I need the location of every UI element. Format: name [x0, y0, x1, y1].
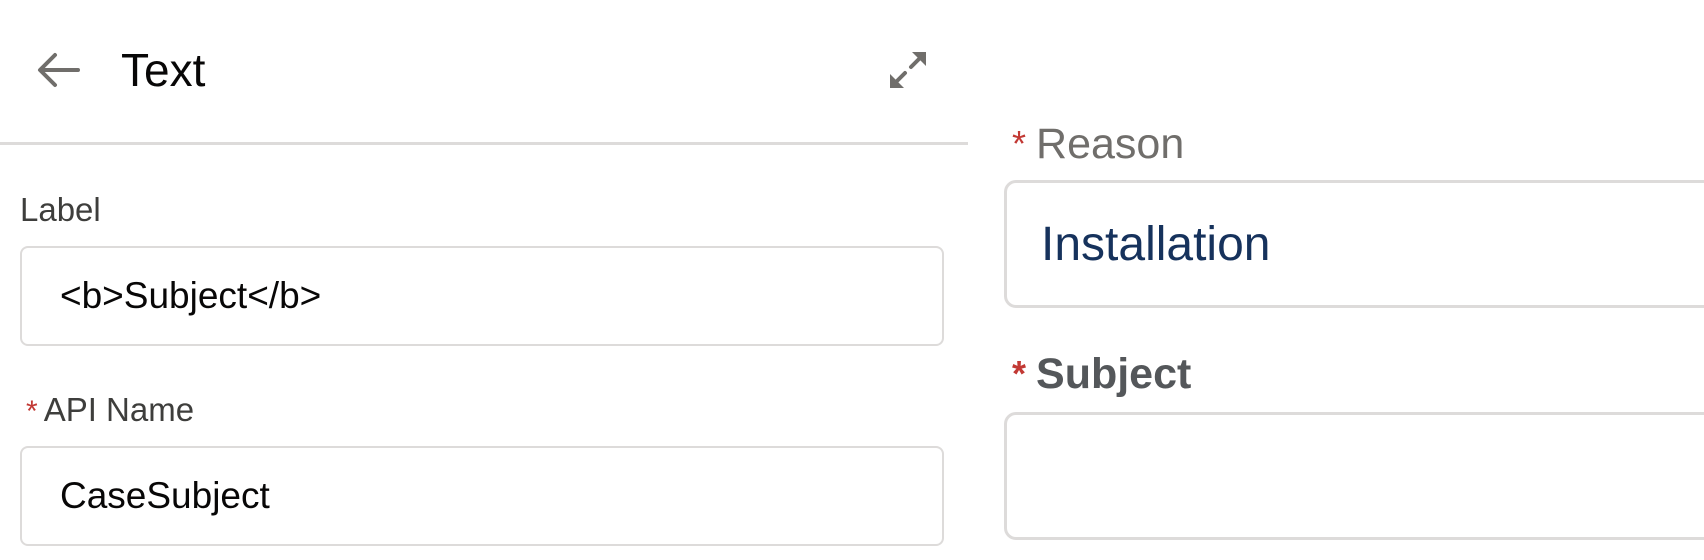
api-name-input[interactable]: [20, 446, 944, 546]
expand-icon: [890, 52, 926, 88]
required-marker: *: [1012, 353, 1027, 394]
subject-field-label-text: Subject: [1036, 350, 1192, 398]
back-button[interactable]: [30, 44, 86, 96]
panel-title: Text: [121, 44, 206, 96]
subject-input-preview[interactable]: [1004, 412, 1704, 540]
label-field-label: Label: [20, 190, 101, 230]
reason-picklist[interactable]: Installation: [1004, 180, 1704, 308]
arrow-left-icon: [38, 53, 80, 87]
expand-button[interactable]: [880, 42, 936, 98]
subject-field-label: *Subject: [1012, 348, 1191, 400]
required-marker: *: [26, 395, 38, 428]
reason-value: Installation: [1041, 217, 1271, 271]
required-marker: *: [1012, 123, 1027, 164]
reason-field-label-text: Reason: [1036, 120, 1185, 168]
screen-preview: *Reason Installation *Subject: [968, 0, 1704, 560]
properties-panel: Text Label *API Name: [0, 0, 968, 546]
panel-header: Text: [0, 0, 968, 145]
api-name-field-label-text: API Name: [43, 391, 195, 428]
label-field-label-text: Label: [20, 191, 101, 228]
reason-field-label: *Reason: [1012, 118, 1184, 170]
label-input[interactable]: [20, 246, 944, 346]
api-name-field-label: *API Name: [26, 390, 194, 432]
